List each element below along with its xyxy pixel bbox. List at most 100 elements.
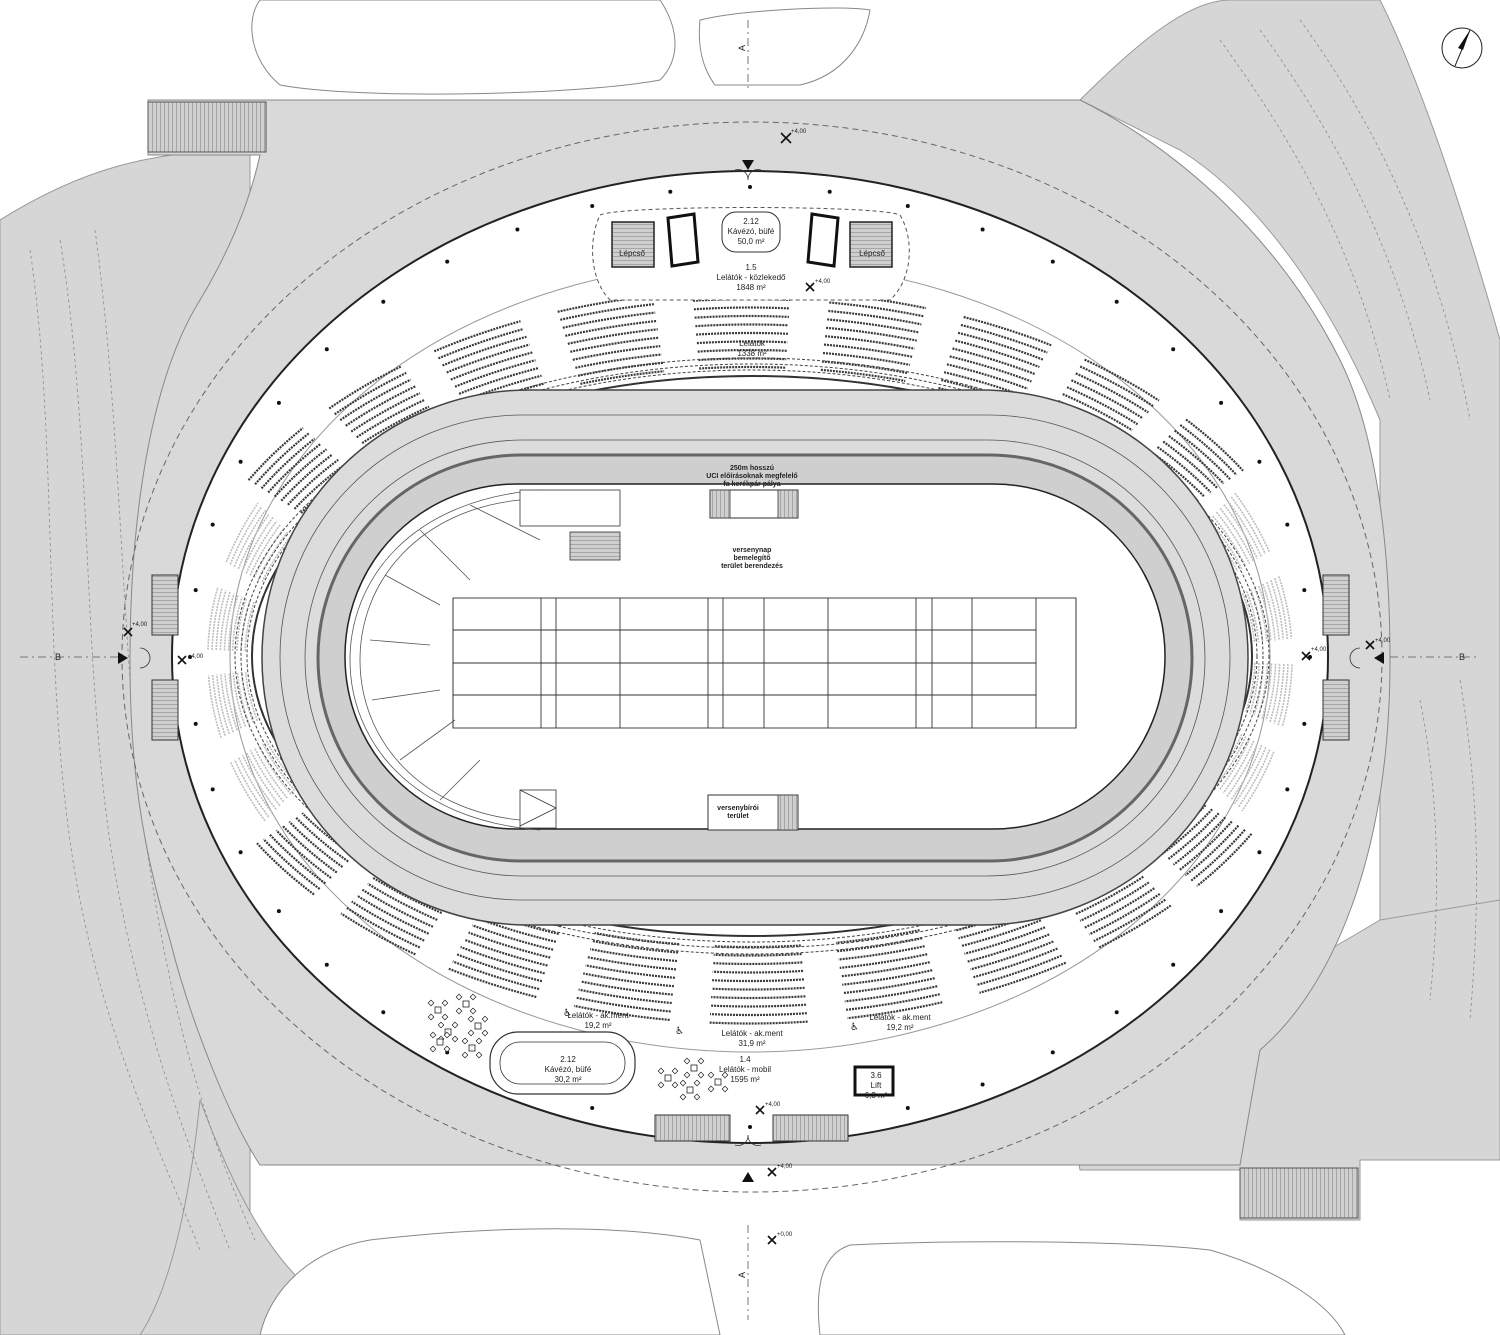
seat-row <box>1162 440 1218 489</box>
structural-column <box>238 850 243 855</box>
seat-row <box>594 931 680 946</box>
seat-row <box>253 527 285 578</box>
seat-row <box>254 432 310 486</box>
seat-row <box>356 894 430 935</box>
entrance-arrow-icon <box>742 160 754 170</box>
seat-row <box>260 437 316 490</box>
seat-row <box>1151 451 1205 498</box>
seat-row <box>949 355 1032 383</box>
chair <box>461 1051 469 1059</box>
seat-row <box>207 586 219 650</box>
seat-row <box>698 357 787 362</box>
structural-column <box>1285 522 1290 527</box>
seat-row <box>227 595 239 651</box>
structural-column <box>590 204 595 208</box>
structural-column <box>210 522 215 527</box>
lift-area: 6,3 m² <box>865 1091 888 1100</box>
seat-row <box>236 598 247 651</box>
island-top-mid <box>698 7 871 86</box>
seat-row <box>695 323 789 328</box>
elevation-icon <box>1365 640 1375 650</box>
seat-row <box>241 754 277 810</box>
chair <box>679 1093 687 1101</box>
seat-row <box>236 672 251 725</box>
seat-row <box>211 588 223 650</box>
seat-row <box>1237 749 1271 808</box>
inner-seat-rows <box>234 357 1270 955</box>
seat-row <box>234 357 1270 955</box>
seat-row <box>1084 887 1155 929</box>
cafe-north-room <box>721 211 781 253</box>
seat-row <box>1281 664 1293 728</box>
stairs-top-left <box>147 101 267 153</box>
contour-lines <box>29 19 1477 1251</box>
seat-row <box>580 980 673 996</box>
seat-row <box>970 940 1054 971</box>
referee-label-2: terület <box>727 813 749 820</box>
elevation-label: +4,00 <box>1311 647 1327 653</box>
seat-row <box>1253 587 1268 642</box>
seat-row <box>446 343 530 374</box>
structural-column <box>1050 259 1055 264</box>
chair <box>427 999 435 1007</box>
chair <box>429 1031 437 1039</box>
seat-row <box>1230 496 1267 555</box>
seat-row <box>1184 824 1240 877</box>
seat-row <box>287 458 339 506</box>
chair <box>467 1015 475 1023</box>
seat-row <box>1178 820 1233 871</box>
chair <box>455 993 463 1001</box>
lobby-name: Lelátók - közlekedő <box>717 273 786 282</box>
seat-row <box>1075 372 1149 414</box>
chair <box>469 993 477 1001</box>
structural-column <box>905 204 910 208</box>
structural-column <box>748 185 752 189</box>
chair <box>443 1031 451 1039</box>
structural-column <box>980 1082 985 1087</box>
seat-row <box>560 303 655 321</box>
chair <box>475 1037 483 1045</box>
seat-row <box>587 956 677 971</box>
seat-row <box>713 961 803 966</box>
seat-row <box>822 351 911 366</box>
seat-row <box>1253 663 1264 716</box>
section-marker-bottom: A <box>737 1272 747 1278</box>
section-marker-top: A <box>737 45 747 51</box>
seat-row <box>275 829 332 879</box>
chair <box>481 1029 489 1037</box>
lift-num: 3.6 <box>870 1071 882 1080</box>
seat-row <box>826 326 918 342</box>
elevation-label: +4,00 <box>777 1164 793 1170</box>
elevation-icon <box>780 132 792 144</box>
structural-column <box>1302 721 1307 726</box>
stands-inner-rim <box>251 375 1253 937</box>
seat-row <box>575 353 662 369</box>
structural-column <box>445 259 450 264</box>
seat-row <box>1070 379 1144 420</box>
seat-row <box>712 969 804 974</box>
entrance-arrow-icon <box>1374 652 1384 664</box>
doors <box>139 169 1361 1146</box>
entrance-arrow-icon <box>118 652 128 664</box>
seat-row <box>454 359 536 388</box>
seat-row <box>835 929 920 944</box>
seat-row <box>253 747 288 799</box>
elevation-label: +4,00 <box>765 1102 781 1108</box>
cafe-table-icon <box>679 1079 701 1101</box>
structural-column <box>1050 1050 1055 1055</box>
seat-row <box>946 363 1028 390</box>
chair <box>707 1071 715 1079</box>
seat-row <box>476 917 557 943</box>
chair <box>427 1013 435 1021</box>
infield-label-3: terület berendezés <box>721 563 783 570</box>
chair <box>657 1067 665 1075</box>
cafe-south-area: 30,2 m² <box>554 1075 581 1084</box>
seat-row <box>964 926 1046 955</box>
entrance-stairs-west-top <box>151 574 179 636</box>
structural-column <box>238 459 243 464</box>
seat-row <box>709 1012 807 1017</box>
seat-row <box>233 759 270 818</box>
seat-row <box>565 319 657 337</box>
chair <box>683 1071 691 1079</box>
